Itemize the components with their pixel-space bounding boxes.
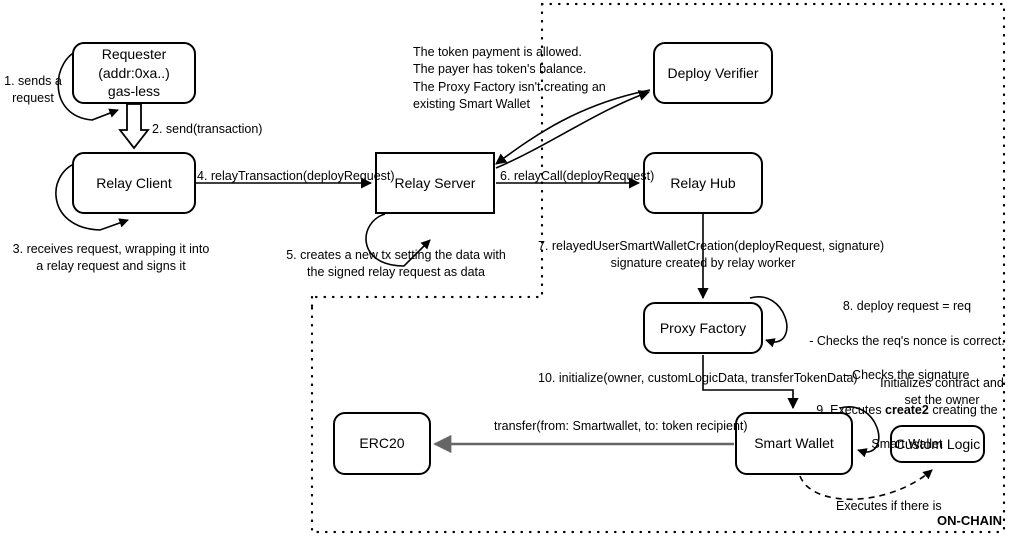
label-step-5: 5. creates a new tx setting the data wit… xyxy=(286,248,506,280)
label-step-9-line2: Smart Wallet xyxy=(871,437,943,452)
label-on-chain: ON-CHAIN xyxy=(937,513,1002,528)
label-step-6: 6. relayCall(deployRequest) xyxy=(500,169,655,183)
node-relay-hub[interactable]: Relay Hub xyxy=(643,152,763,214)
node-relay-client[interactable]: Relay Client xyxy=(72,152,196,214)
label-step-7: 7. relayedUserSmartWalletCreation(deploy… xyxy=(538,239,885,271)
label-step-8-line1: 8. deploy request = req xyxy=(842,299,972,314)
label-step-2: 2. send(transaction) xyxy=(152,122,263,136)
node-proxy-factory-label: Proxy Factory xyxy=(659,319,747,336)
node-deploy-verifier[interactable]: Deploy Verifier xyxy=(653,42,773,104)
node-requester[interactable]: Requester (addr:0xa..) gas-less xyxy=(72,42,196,104)
label-step-4: 4. relayTransaction(deployRequest) xyxy=(197,169,395,183)
node-requester-label: Requester (addr:0xa..) gas-less xyxy=(98,45,170,100)
node-relay-server-label: Relay Server xyxy=(394,174,476,191)
label-executes-if-there-is: Executes if there is xyxy=(836,499,942,513)
node-proxy-factory[interactable]: Proxy Factory xyxy=(643,302,763,354)
node-relay-hub-label: Relay Hub xyxy=(670,174,736,191)
label-deploy-verifier-note: The token payment is allowed. The payer … xyxy=(413,45,606,111)
arrow-requester-to-relayclient xyxy=(118,103,150,150)
node-erc20[interactable]: ERC20 xyxy=(333,412,431,475)
label-transfer: transfer(from: Smartwallet, to: token re… xyxy=(494,419,748,433)
label-step-3: 3. receives request, wrapping it into a … xyxy=(12,242,210,274)
node-relay-client-label: Relay Client xyxy=(96,174,172,191)
node-deploy-verifier-label: Deploy Verifier xyxy=(667,64,759,81)
label-step-1: 1. sends a request xyxy=(4,74,62,106)
label-step-10: 10. initialize(owner, customLogicData, t… xyxy=(538,371,858,385)
label-step-8-line2: - Checks the req's nonce is correct. xyxy=(809,333,1005,348)
label-initializes-contract: Initializes contract and set the owner xyxy=(880,376,1004,408)
node-erc20-label: ERC20 xyxy=(359,435,405,452)
